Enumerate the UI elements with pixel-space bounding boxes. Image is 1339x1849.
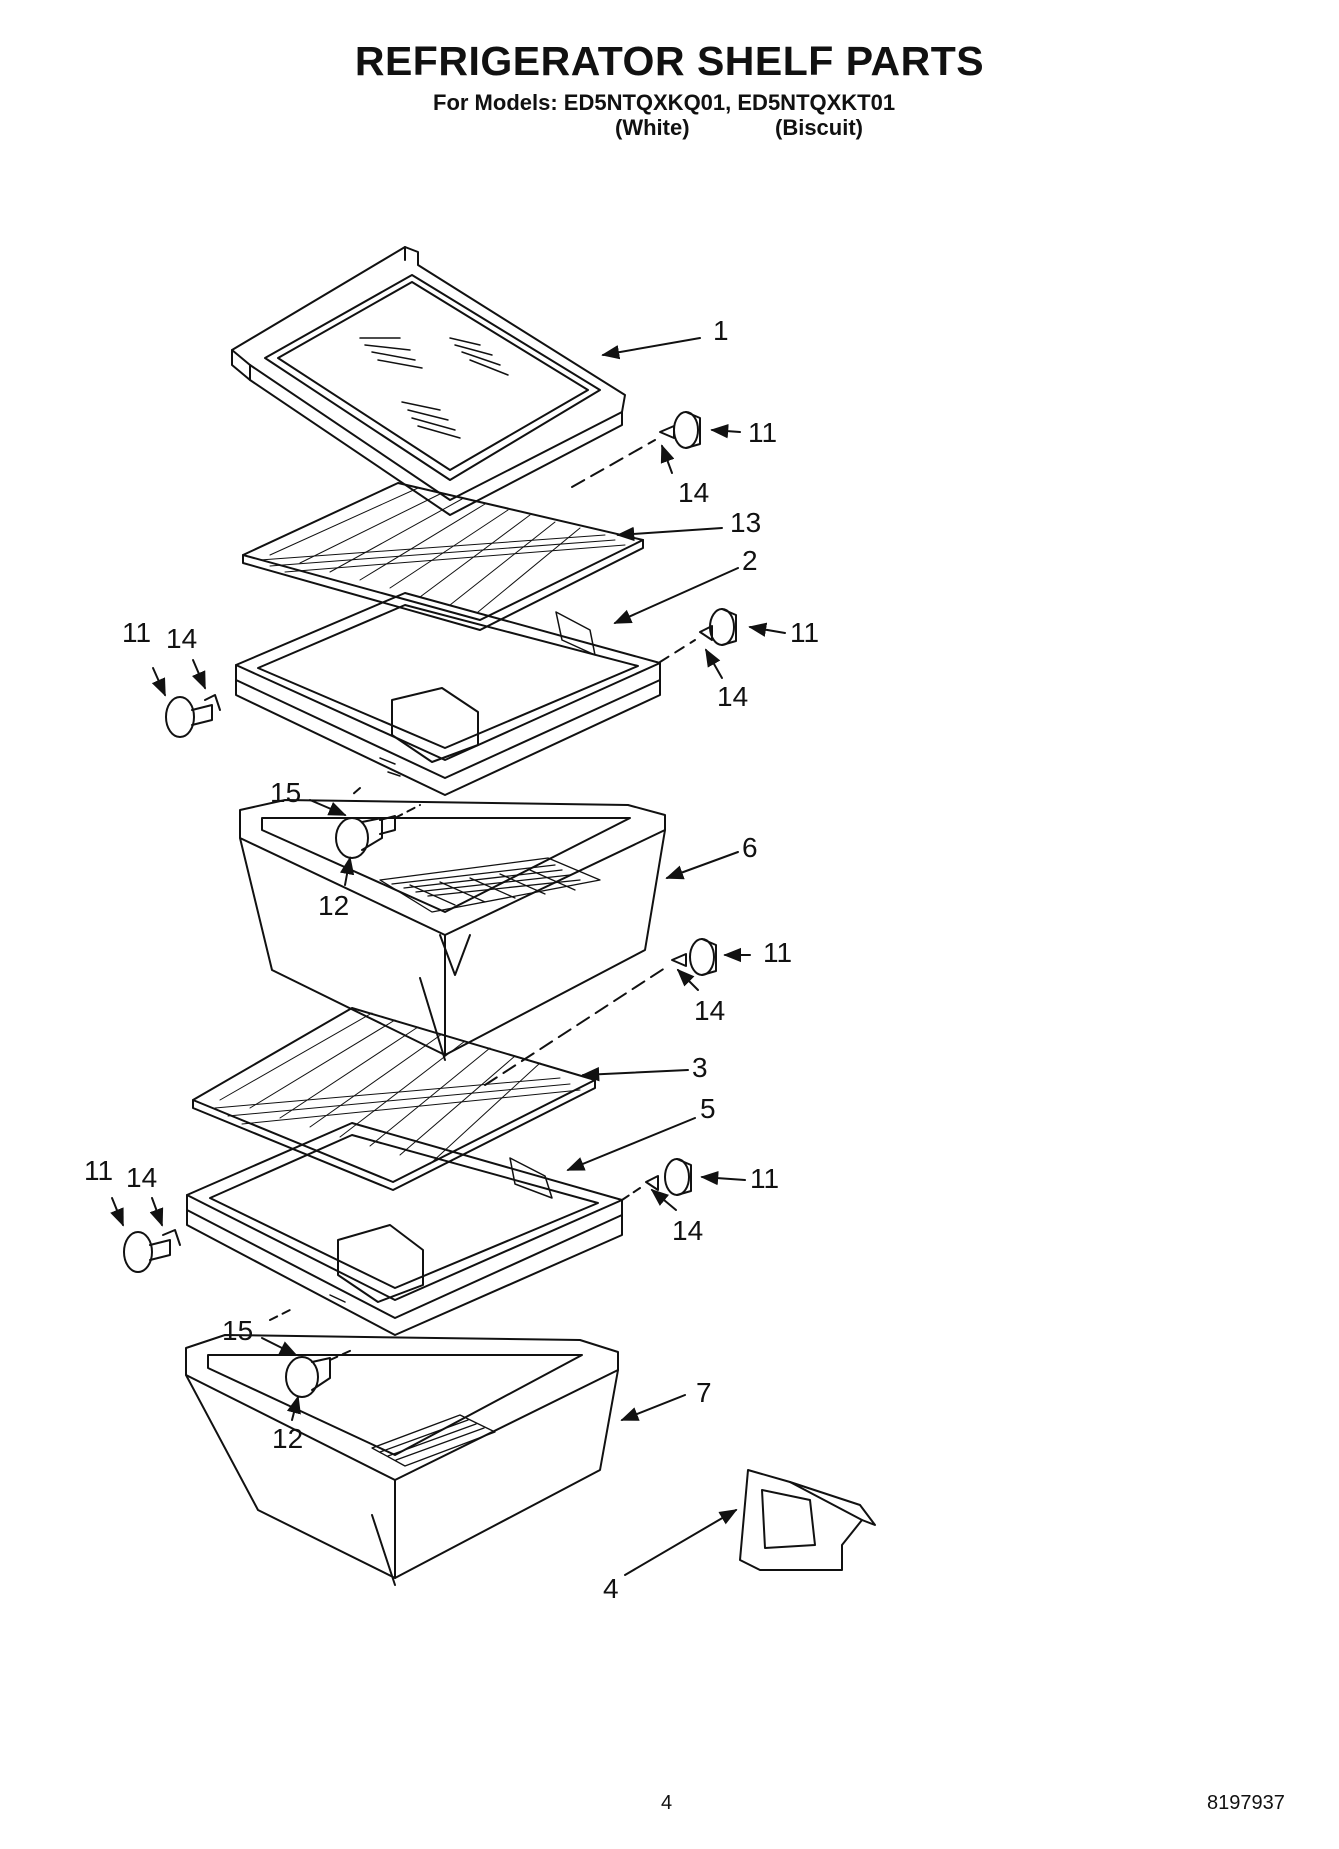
callout-4: 4 (603, 1573, 619, 1604)
callout-11: 11 (84, 1155, 113, 1186)
callout-14: 14 (717, 681, 748, 712)
callout-14: 14 (694, 995, 725, 1026)
color-biscuit-label: (Biscuit) (775, 115, 863, 140)
callout-11: 11 (748, 417, 777, 448)
callout-14: 14 (678, 477, 709, 508)
callout-12: 12 (318, 890, 349, 921)
leader-lines (110, 337, 786, 1576)
callout-15: 15 (270, 777, 301, 808)
part-3-glass-panel (192, 1007, 596, 1191)
part-6-upper-crisper-drawer (239, 799, 666, 1061)
callout-14: 14 (672, 1215, 703, 1246)
page-title: REFRIGERATOR SHELF PARTS (354, 38, 985, 84)
callout-11: 11 (122, 617, 151, 648)
callout-11: 11 (763, 937, 792, 968)
callout-1: 1 (713, 315, 729, 346)
part-1-shelf-frame (231, 246, 626, 516)
document-number: 8197937 (1207, 1792, 1285, 1814)
callout-14: 14 (166, 623, 197, 654)
callout-12: 12 (272, 1423, 303, 1454)
callout-11: 11 (790, 617, 819, 648)
callout-3: 3 (692, 1052, 708, 1083)
color-white-label: (White) (615, 115, 690, 140)
callout-labels: 1 11 14 13 2 11 14 11 14 15 6 12 11 14 3… (84, 315, 819, 1604)
models-line: For Models: ED5NTQXKQ01, ED5NTQXKT01 (433, 90, 896, 115)
page-number: 4 (661, 1792, 673, 1814)
callout-2: 2 (742, 545, 758, 576)
callout-5: 5 (700, 1093, 716, 1124)
callout-7: 7 (696, 1377, 712, 1408)
part-4-bracket (739, 1469, 876, 1571)
callout-6: 6 (742, 832, 758, 863)
callout-13: 13 (730, 507, 761, 538)
part-13-glass-panel (242, 482, 644, 631)
callout-15: 15 (222, 1315, 253, 1346)
part-7-lower-crisper-drawer (185, 1334, 619, 1586)
callout-14: 14 (126, 1162, 157, 1193)
part-2-crisper-cover (235, 592, 661, 796)
callout-11: 11 (750, 1163, 779, 1194)
part-5-crisper-cover (186, 1122, 623, 1336)
